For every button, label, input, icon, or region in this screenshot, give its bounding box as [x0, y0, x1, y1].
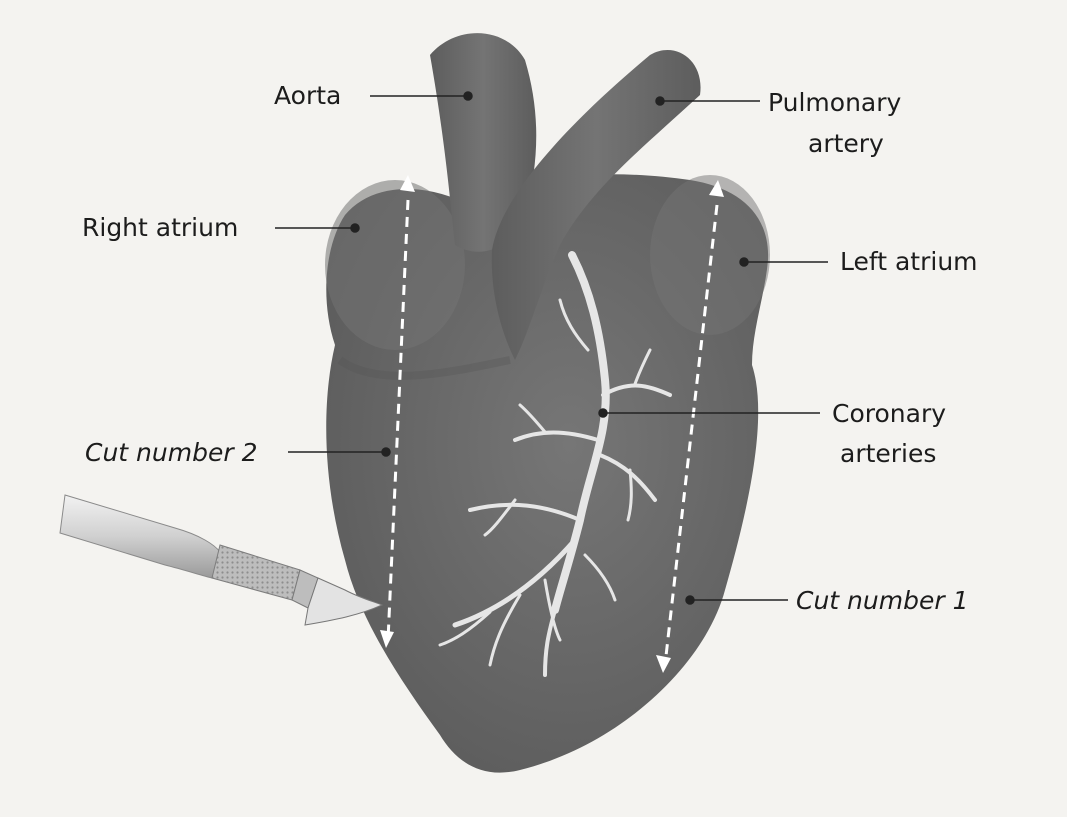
label-cut-number-2: Cut number 2 — [85, 438, 257, 467]
label-coronary-arteries-line1: Coronary — [832, 399, 946, 428]
label-coronary-arteries-line2: arteries — [840, 439, 936, 468]
label-left-atrium: Left atrium — [840, 247, 978, 276]
scalpel-illustration — [60, 495, 382, 625]
scalpel-handle — [60, 495, 220, 578]
label-right-atrium: Right atrium — [82, 213, 238, 242]
label-aorta: Aorta — [274, 81, 341, 110]
heart-illustration — [325, 33, 770, 773]
scalpel-grip — [212, 545, 300, 600]
left-atrium-bulge — [650, 175, 770, 335]
label-cut-number-1: Cut number 1 — [796, 586, 968, 615]
right-atrium-bulge — [325, 180, 465, 350]
label-pulmonary-artery-line2: artery — [808, 129, 884, 158]
label-pulmonary-artery-line1: Pulmonary — [768, 88, 902, 117]
